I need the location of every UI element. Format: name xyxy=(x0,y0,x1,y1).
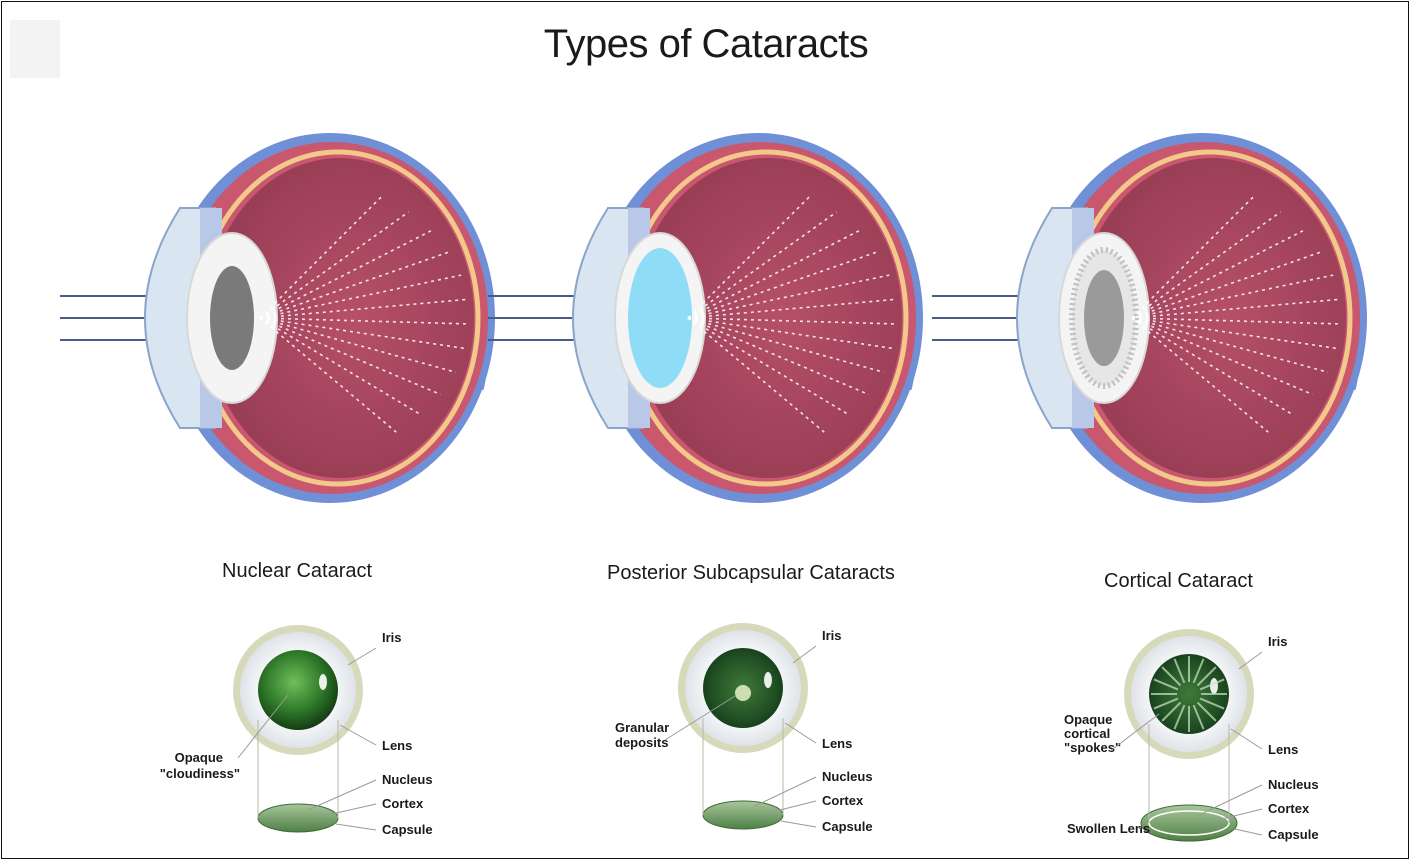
granular-deposit xyxy=(735,685,751,701)
leader-line xyxy=(308,780,376,810)
lens-side-profile xyxy=(258,804,338,832)
pupil-highlight xyxy=(319,674,327,690)
label-feature: deposits xyxy=(615,735,668,750)
label-cortex: Cortex xyxy=(382,796,424,811)
label-iris: Iris xyxy=(1268,634,1288,649)
leader-line xyxy=(336,824,376,830)
label-nucleus: Nucleus xyxy=(1268,777,1319,792)
label-feature: Granular xyxy=(615,720,669,735)
lens-nucleus xyxy=(1084,270,1124,366)
label-feature: Opaque xyxy=(175,750,223,765)
label-cortex: Cortex xyxy=(822,793,864,808)
label-feature: cortical xyxy=(1064,726,1110,741)
label-iris: Iris xyxy=(822,628,842,643)
label-feature: Opaque xyxy=(1064,712,1112,727)
label-capsule: Capsule xyxy=(382,822,433,837)
eye-cross-sections xyxy=(60,133,1367,503)
label-cortex: Cortex xyxy=(1268,801,1310,816)
lens-side-profile xyxy=(703,801,783,829)
label-nucleus: Nucleus xyxy=(822,769,873,784)
lens-nucleus xyxy=(628,248,692,388)
label-feature: "cloudiness" xyxy=(160,766,240,781)
pupil-highlight xyxy=(1210,678,1218,694)
label-iris: Iris xyxy=(382,630,402,645)
leader-line xyxy=(1199,785,1262,815)
lens-nucleus xyxy=(210,266,254,370)
label-capsule: Capsule xyxy=(1268,827,1319,842)
label-capsule: Capsule xyxy=(822,819,873,834)
label-lens: Lens xyxy=(822,736,852,751)
label-nucleus: Nucleus xyxy=(382,772,433,787)
eye-cross-section-cortical xyxy=(932,133,1367,503)
leader-line xyxy=(753,777,816,807)
leader-line xyxy=(1235,829,1262,835)
eye-cross-section-posterior xyxy=(488,133,923,503)
eye-cross-section-nuclear xyxy=(60,133,495,503)
label-swollen-lens: Swollen Lens xyxy=(1067,821,1150,836)
pupil-highlight xyxy=(764,672,772,688)
label-lens: Lens xyxy=(1268,742,1298,757)
label-lens: Lens xyxy=(382,738,412,753)
leader-line xyxy=(340,725,376,745)
label-feature: "spokes" xyxy=(1064,740,1121,755)
leader-line xyxy=(781,821,816,827)
lens-front-views: IrisLensNucleusCortexCapsuleOpaque"cloud… xyxy=(160,623,1319,842)
